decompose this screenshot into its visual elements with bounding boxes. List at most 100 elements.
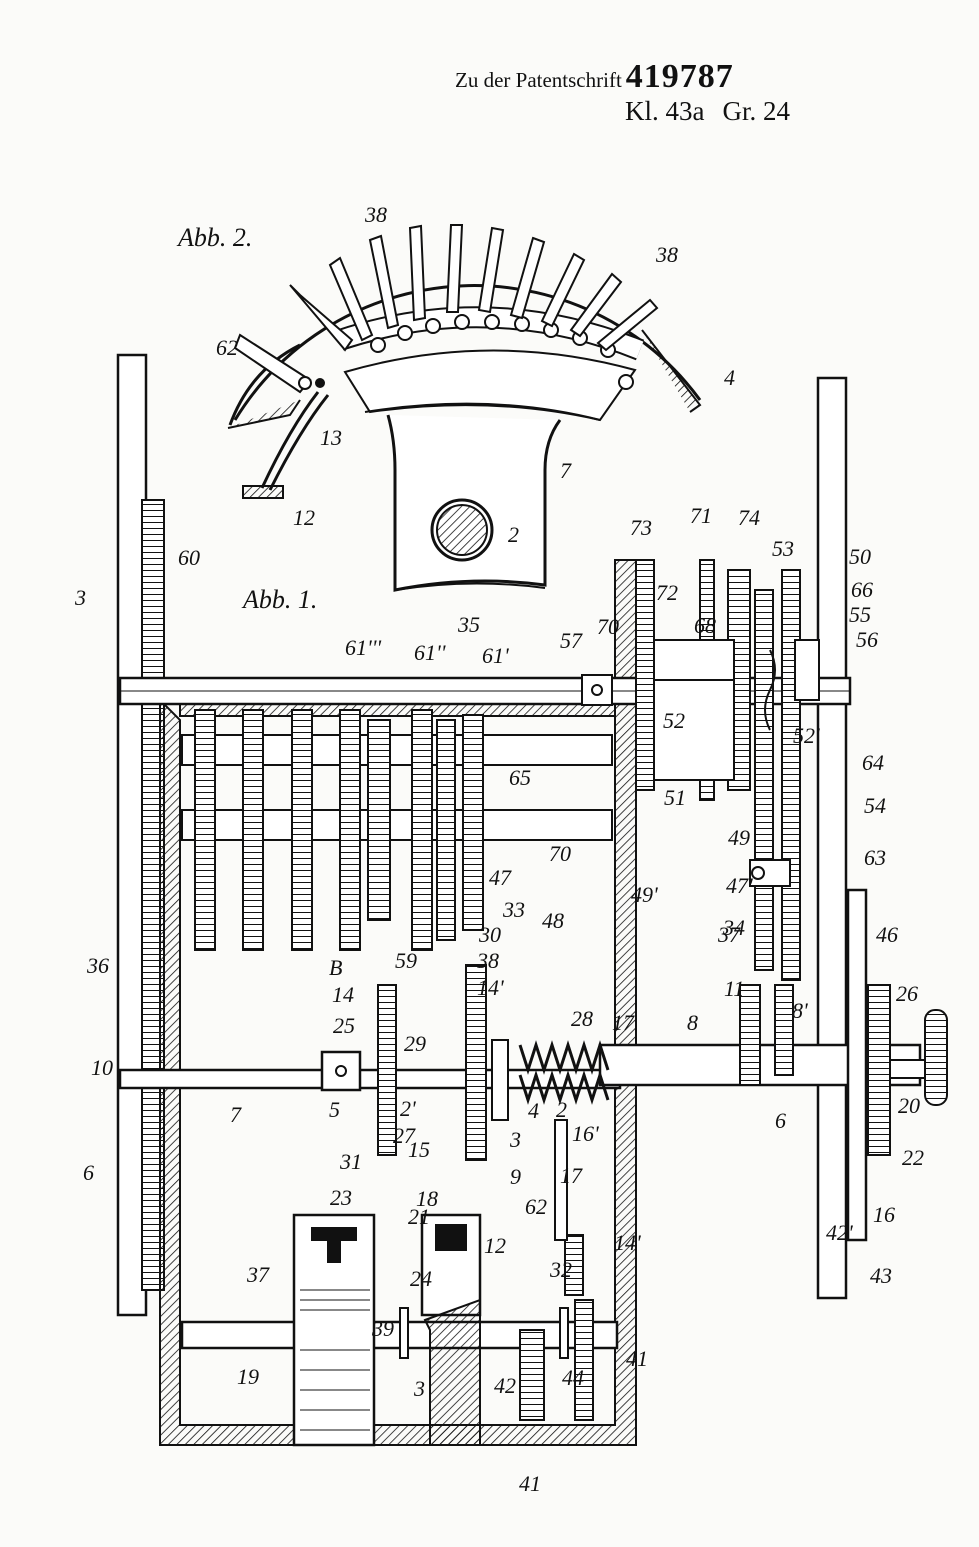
fig1-label-71: 12 [484,1233,506,1258]
fig1-label-62: 15 [408,1137,430,1162]
fig1-label-69: 21 [408,1204,430,1229]
fig1-label-50: 10 [91,1055,113,1080]
figure-2-drawing [227,224,702,592]
fig2-label-7: 2 [508,522,519,547]
fig2-label-3: 4 [724,365,735,390]
fig1-label-18: 52 [663,708,685,733]
fig1-label-77: 43 [870,1263,892,1288]
patent-class: Kl. 43a [625,96,705,126]
fig1-label-75: 24 [410,1266,432,1291]
fig1-label-57: 20 [898,1093,920,1118]
fig1-label-36: 30 [478,922,501,947]
fig1-label-30: 48 [542,908,564,933]
fig1-label-22: 51 [664,785,686,810]
fig1-label-9: 71 [690,503,712,528]
fig1-label-31: 34 [722,915,745,940]
fig1-label-34: 46 [876,922,898,947]
fig1-label-44: 26 [896,981,918,1006]
fig1-label-45: 28 [571,1006,593,1031]
fig1-label-23: 70 [549,841,571,866]
fig1-label-15: 55 [849,602,871,627]
fig1-label-47: 17 [612,1010,635,1035]
fig1-label-61: 31 [339,1149,362,1174]
fig1-label-46: 29 [404,1031,426,1056]
fig1-label-40: 38 [476,948,499,973]
patent-group: Gr. 24 [722,96,790,126]
fig1-label-38: 14 [332,982,354,1007]
fig1-label-37: 36 [86,953,109,978]
fig1-label-4: 35 [457,612,480,637]
fig1-label-58: 22 [902,1145,924,1170]
fig1-label-78: 39 [371,1316,394,1341]
fig1-label-17: 68 [694,613,716,638]
fig1-label-42: 11 [724,976,744,1001]
fig1-label-29: 33 [502,897,525,922]
fig1-label-74: 37 [246,1262,270,1287]
fig1-label-85: 42' [826,1220,853,1245]
fig1-label-83: 41 [626,1346,648,1371]
fig1-label-21: 64 [862,750,884,775]
fig1-label-82: 44 [562,1365,584,1390]
patent-header: Zu der Patentschrift 419787 Kl. 43a Gr. … [455,58,835,128]
fig1-label-24: 54 [864,793,886,818]
fig1-label-8: 73 [630,515,652,540]
fig1-label-12: 53 [772,536,794,561]
fig1-label-11: 72 [656,580,678,605]
fig1-label-10: 74 [738,505,760,530]
fig1-label-66: 17 [560,1163,583,1188]
fig1-label-5: 61' [482,643,509,668]
fig1-label-3: 61'' [414,640,446,665]
fig1-label-7: 70 [597,614,619,639]
fig1-label-26: 63 [864,845,886,870]
fig2-label-2: 62 [216,335,238,360]
fig1-label-84: 41 [519,1471,541,1496]
fig1-label-48: 8 [687,1010,698,1035]
fig1-label-27: 47 [489,865,512,890]
fig1-label-56: 6 [775,1108,786,1133]
fig1-label-76: 32 [549,1257,572,1282]
fig1-label-81: 42 [494,1373,516,1398]
fig1-label-6: 57 [560,628,583,653]
fig1-label-53: 2' [400,1096,416,1121]
fig1-label-68: 18 [416,1186,438,1211]
fig1-label-20: 65 [509,765,531,790]
fig1-label-63: 3 [509,1127,521,1152]
fig1-label-32: 37 [717,922,741,947]
fig2-label-6: 12 [293,505,315,530]
fig1-label-52: 7 [230,1102,242,1127]
fig1-label-41: 14' [477,975,504,1000]
figure-1-drawing [116,353,948,1447]
fig1-label-14: 66 [851,577,873,602]
fig1-label-70: 62 [525,1194,547,1219]
patent-prefix: Zu der Patentschrift [455,68,622,92]
fig1-label-59: 27 [393,1123,416,1148]
fig1-label-67: 23 [330,1185,352,1210]
fig1-label-80: 3 [413,1376,425,1401]
fig1-label-79: 19 [237,1364,259,1389]
fig1-label-87: A [0,0,14,5]
fig1-label-0: 3 [74,585,86,610]
fig1-label-19: 52' [793,723,820,748]
fig2-label-5: 7 [560,458,572,483]
fig1-label-35: B [329,955,342,980]
fig1-label-2: 61''' [345,635,381,660]
fig1-label-25: 49 [728,825,750,850]
fig2-label-4: 13 [320,425,342,450]
fig1-label-55: 2 [556,1097,567,1122]
patent-number: 419787 [625,58,734,95]
fig1-label-73: 16 [873,1202,895,1227]
fig1-label-13: 50 [849,544,871,569]
fig1-label-60: 6 [83,1160,94,1185]
fig1-label-28: 47' [726,873,753,898]
fig1-label-39: 59 [395,948,417,973]
figure-2-title: Abb. 2. [176,223,252,252]
fig2-label-1: 38 [655,242,678,267]
fig1-label-16: 56 [856,627,878,652]
fig1-label-88: 3 [0,0,11,5]
fig1-label-72: 14' [614,1230,641,1255]
fig1-label-65: 9 [510,1164,521,1189]
fig1-label-64: 16' [572,1121,599,1146]
